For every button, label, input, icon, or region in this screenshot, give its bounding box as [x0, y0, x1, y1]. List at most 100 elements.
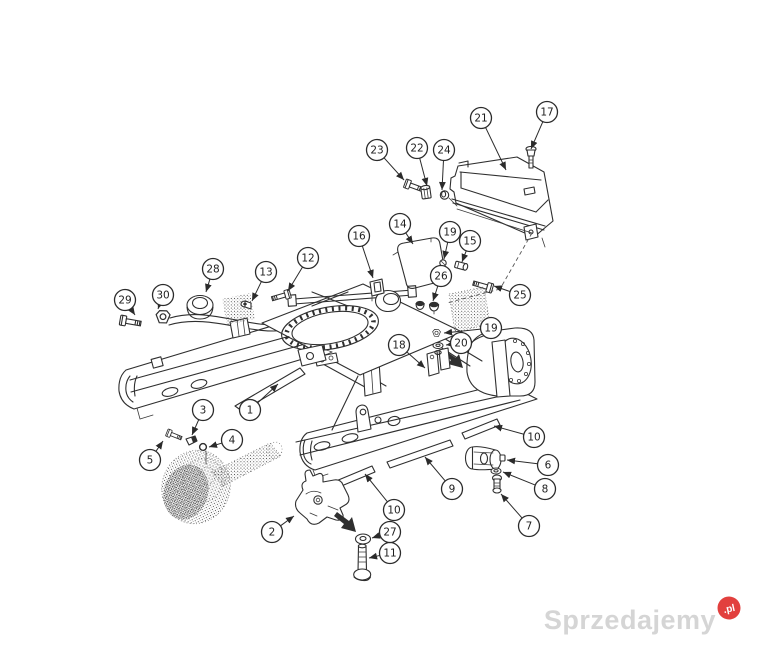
callout-17: 17: [530, 100, 559, 150]
svg-text:3: 3: [200, 405, 207, 417]
watermark: Sprzedajemy .pl: [544, 596, 741, 635]
callout-6: 6: [506, 453, 560, 477]
callout-30: 30: [151, 283, 175, 310]
svg-text:2: 2: [269, 527, 276, 539]
callout-19: 19: [443, 316, 503, 340]
svg-text:23: 23: [370, 145, 383, 157]
svg-text:30: 30: [156, 290, 169, 302]
callout-14: 14: [388, 212, 414, 245]
callout-22: 22: [405, 136, 429, 187]
svg-text:14: 14: [393, 219, 407, 231]
svg-text:1: 1: [247, 405, 254, 417]
svg-text:20: 20: [454, 338, 467, 350]
svg-text:29: 29: [118, 295, 131, 307]
washer-part-8: [490, 467, 502, 475]
callout-27: 27: [371, 520, 402, 544]
callout-8: 8: [502, 471, 557, 501]
idler-hood: [442, 327, 536, 398]
svg-text:21: 21: [474, 113, 487, 125]
bolt-part-5: [165, 428, 184, 443]
svg-text:26: 26: [434, 271, 448, 283]
svg-text:17: 17: [540, 107, 553, 119]
svg-text:11: 11: [383, 548, 396, 560]
idler-wheel-stippled: [161, 441, 283, 525]
battery-tray-part-21: [449, 156, 554, 248]
svg-text:10: 10: [387, 505, 400, 517]
construction-line: [456, 208, 533, 234]
callout-12: 12: [287, 246, 320, 292]
callout-28: 28: [201, 257, 225, 293]
watermark-text: Sprzedajemy: [544, 605, 716, 635]
bolt-part-7: [491, 474, 503, 494]
bushing-part-22: [420, 184, 432, 200]
watermark-badge-text: .pl: [722, 603, 736, 616]
callout-11: 11: [368, 541, 402, 565]
right-track-beam: [295, 382, 538, 479]
svg-text:27: 27: [383, 527, 396, 539]
svg-text:19: 19: [484, 323, 497, 335]
svg-text:7: 7: [526, 521, 533, 533]
plug-part-13: [240, 300, 252, 310]
nut-part-30: [155, 310, 171, 324]
callout-21: 21: [469, 106, 507, 171]
callout-25: 25: [493, 283, 532, 307]
svg-text:25: 25: [513, 290, 526, 302]
bolt-part-11: [353, 543, 372, 582]
svg-text:24: 24: [437, 145, 451, 157]
stipple-block-fill: [449, 287, 490, 332]
plug-part-3: [185, 435, 198, 446]
svg-text:6: 6: [545, 460, 552, 472]
callout-1: 1: [238, 383, 279, 422]
callout-4: 4: [208, 428, 244, 452]
watermark-badge: .pl: [717, 596, 741, 620]
callout-15: 15: [458, 229, 482, 263]
svg-text:18: 18: [392, 340, 405, 352]
svg-text:28: 28: [206, 264, 219, 276]
construction-line: [448, 197, 458, 207]
svg-text:9: 9: [449, 484, 456, 496]
grommets-part-26: [415, 300, 440, 315]
svg-text:19: 19: [443, 227, 456, 239]
svg-text:10: 10: [527, 432, 540, 444]
construction-dashed-line: [499, 232, 533, 290]
spacer-part-15: [454, 260, 469, 271]
washer-part-27: [354, 533, 372, 545]
plug-part-24: [439, 190, 450, 200]
pivot-bracket-part-2: [294, 469, 356, 532]
svg-text:4: 4: [229, 435, 236, 447]
svg-text:16: 16: [352, 231, 366, 243]
callout-7: 7: [500, 493, 541, 538]
svg-text:8: 8: [542, 484, 549, 496]
callout-16: 16: [347, 224, 374, 279]
clamp-part-16: [369, 278, 385, 302]
callout-29: 29: [113, 288, 137, 316]
svg-text:5: 5: [147, 455, 154, 467]
track-adjuster-rods: [335, 418, 501, 488]
callout-5: 5: [138, 440, 164, 472]
svg-text:12: 12: [301, 253, 314, 265]
bushing-part-28: [186, 294, 214, 320]
callout-26: 26: [429, 264, 453, 302]
track-roller-part-6: [464, 446, 506, 471]
svg-text:22: 22: [410, 143, 423, 155]
callout-20: 20: [445, 331, 473, 355]
bolt-part-17: [525, 145, 537, 169]
callout-3: 3: [191, 398, 215, 436]
nut-and-washer-19-20: [432, 329, 444, 355]
callout-19: 19: [438, 220, 462, 260]
callout-13: 13: [251, 260, 278, 302]
svg-text:13: 13: [259, 267, 272, 279]
main-frame-plate: [261, 283, 463, 376]
svg-text:15: 15: [463, 236, 476, 248]
callout-18: 18: [387, 333, 426, 369]
callout-24: 24: [432, 138, 456, 191]
slew-ring: [281, 305, 379, 351]
callout-2: 2: [260, 515, 295, 544]
callout-10: 10: [364, 473, 406, 522]
bold-arrow: [334, 512, 356, 532]
watermark-badge-circle: [717, 596, 741, 620]
callout-9: 9: [424, 456, 464, 501]
